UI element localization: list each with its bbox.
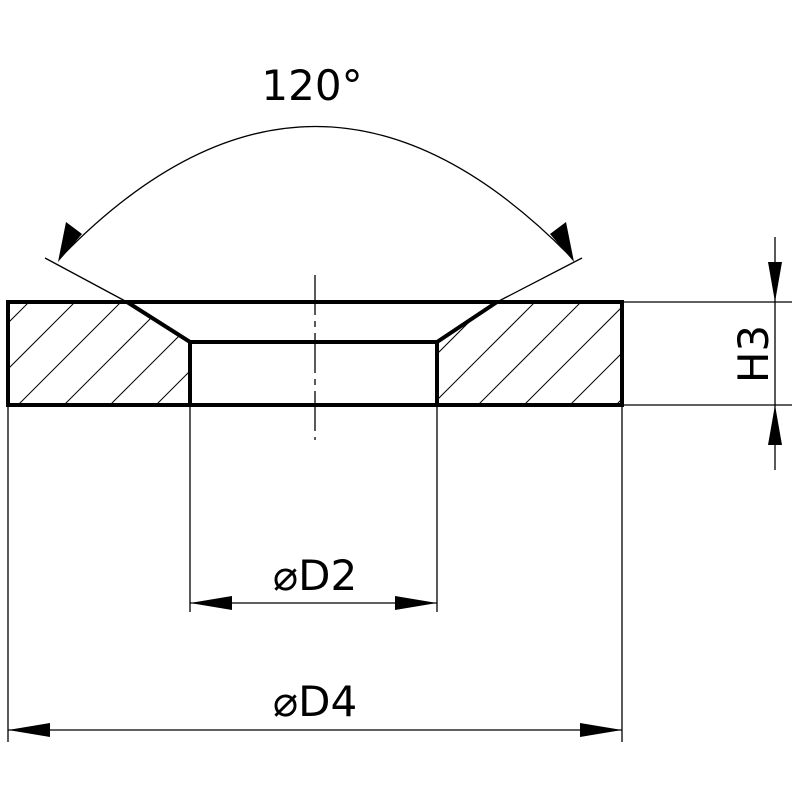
hatch-line bbox=[523, 302, 622, 405]
height-label: H3 bbox=[729, 325, 778, 383]
outer-diameter-dimension: ⌀D4 bbox=[7, 405, 623, 742]
angle-label: 120° bbox=[261, 61, 362, 110]
hatch-line bbox=[109, 302, 190, 405]
arrow-right-icon bbox=[580, 723, 622, 737]
arrow-up-icon bbox=[768, 405, 782, 445]
hatch-line bbox=[155, 302, 190, 405]
outer-diameter-label: ⌀D4 bbox=[273, 677, 357, 726]
hatching-left bbox=[8, 302, 719, 405]
angle-dimension: 120° bbox=[44, 61, 583, 303]
arrow-right-icon bbox=[395, 596, 437, 610]
inner-diameter-label: ⌀D2 bbox=[273, 551, 357, 600]
hatch-line bbox=[294, 302, 397, 405]
hatch-line bbox=[248, 302, 351, 405]
countersink-profile bbox=[125, 300, 499, 344]
hatch-line bbox=[294, 302, 397, 405]
arrow-down-icon bbox=[768, 262, 782, 302]
angle-arc bbox=[59, 125, 573, 259]
arrow-right-icon bbox=[550, 222, 574, 262]
arrow-left-icon bbox=[58, 222, 82, 262]
hatch-line bbox=[615, 302, 622, 405]
hatch-line bbox=[8, 302, 76, 405]
hatching-right bbox=[0, 302, 622, 405]
hatch-line bbox=[8, 302, 30, 405]
inner-diameter-dimension: ⌀D2 bbox=[189, 405, 438, 612]
hatch-line bbox=[0, 302, 75, 405]
hatch-line bbox=[477, 302, 582, 405]
hatch-line bbox=[340, 302, 443, 405]
arrow-left-icon bbox=[8, 723, 50, 737]
extension-line-left bbox=[44, 257, 128, 303]
hatch-line bbox=[17, 302, 122, 405]
hatch-line bbox=[437, 302, 444, 405]
arrow-left-icon bbox=[190, 596, 232, 610]
height-dimension: H3 bbox=[622, 237, 792, 470]
hatch-line bbox=[0, 302, 29, 405]
hatch-line bbox=[616, 302, 719, 405]
hatch-line bbox=[437, 302, 536, 405]
hatch-line bbox=[63, 302, 168, 405]
hatch-line bbox=[248, 302, 351, 405]
extension-line-right bbox=[496, 257, 583, 303]
hatch-line bbox=[202, 302, 305, 405]
hatch-line bbox=[202, 302, 305, 405]
